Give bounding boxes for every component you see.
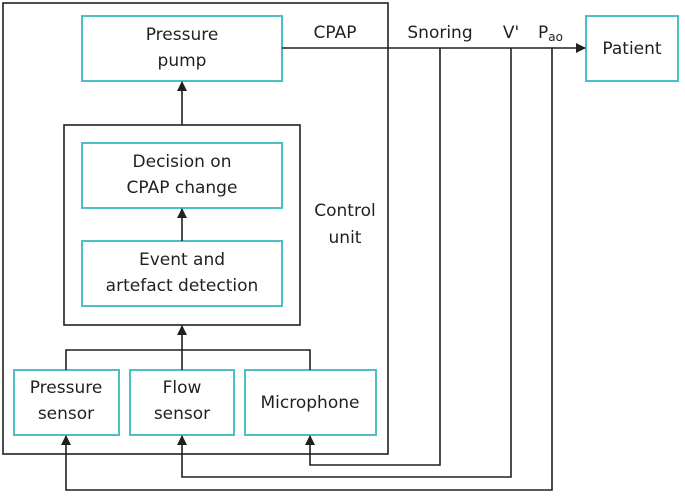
- pressure-sensor-label-line2: sensor: [38, 404, 94, 424]
- arrow-snoring-to-microphone: [305, 48, 441, 466]
- pressure-pump-label-line1: Pressure: [146, 25, 219, 45]
- signal-pao-label: Pao: [538, 23, 563, 44]
- control-unit-label-line2: unit: [329, 228, 362, 248]
- patient-box: [585, 15, 679, 82]
- pressure-pump-label-line2: pump: [158, 51, 207, 71]
- flow-sensor-label-line2: sensor: [154, 404, 210, 424]
- arrow-pao-to-pressure-sensor: [61, 48, 553, 491]
- event-detection-label-line1: Event and: [139, 250, 225, 270]
- arrow-flow-to-flow-sensor: [177, 48, 512, 478]
- microphone-box: [244, 369, 377, 436]
- decision-label-line1: Decision on: [133, 152, 232, 172]
- event-detection-label-line2: artefact detection: [106, 276, 259, 296]
- signal-pao-sub: ao: [548, 30, 563, 44]
- event-detection-box: [81, 240, 283, 307]
- signal-flow-label: V': [503, 23, 519, 43]
- signal-snoring-label: Snoring: [407, 23, 472, 43]
- control-unit-label-line1: Control: [314, 201, 375, 221]
- microphone-label: Microphone: [261, 393, 360, 413]
- decision-label-line2: CPAP change: [127, 178, 238, 198]
- pressure-sensor-label-line1: Pressure: [30, 378, 103, 398]
- patient-label: Patient: [602, 39, 662, 59]
- signal-pao-main: P: [538, 23, 548, 43]
- flow-sensor-label-line1: Flow: [163, 378, 202, 398]
- device-frame: [2, 2, 389, 455]
- signal-cpap-label: CPAP: [314, 23, 357, 43]
- pressure-sensor-box: [13, 369, 120, 436]
- sensor-bus-line: [65, 349, 311, 370]
